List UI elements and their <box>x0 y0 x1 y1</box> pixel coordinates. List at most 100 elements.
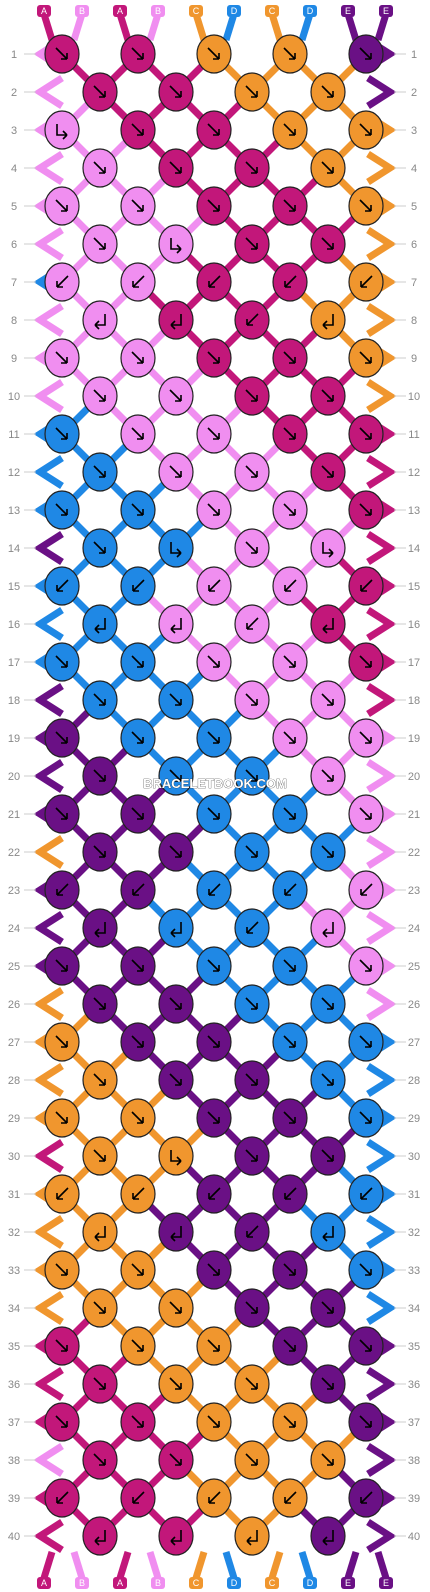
top-string <box>344 12 360 42</box>
knot-arrow-icon <box>55 351 68 364</box>
knot <box>44 1478 80 1518</box>
row-number-right: 11 <box>408 429 419 441</box>
edge-turn-left <box>33 683 64 717</box>
top-string-letter: B <box>155 6 161 16</box>
row-number-left: 13 <box>8 505 20 517</box>
knot <box>196 1326 232 1366</box>
knot-arrow-icon <box>322 542 334 558</box>
knot <box>310 72 346 112</box>
knot-arrow-icon <box>94 314 106 330</box>
top-string <box>222 12 238 42</box>
knot-arrow-icon <box>207 959 220 972</box>
knot-arrow-icon <box>131 1339 144 1352</box>
knot <box>234 908 270 948</box>
knot-arrow-icon <box>169 85 182 98</box>
top-string-letter: C <box>193 6 200 16</box>
knot-arrow-icon <box>321 85 334 98</box>
knot <box>82 908 118 948</box>
knot <box>44 1250 80 1290</box>
knot <box>196 1022 232 1062</box>
knot <box>44 1326 80 1366</box>
row-number-left: 37 <box>8 1417 20 1429</box>
row-number-left: 19 <box>8 733 20 745</box>
knot-arrow-icon <box>207 427 220 440</box>
knot-arrow-icon <box>93 997 106 1010</box>
knot-arrow-icon <box>131 47 144 60</box>
knot-arrow-icon <box>55 199 68 212</box>
knot <box>310 528 346 568</box>
knot <box>272 1098 308 1138</box>
knot <box>44 1098 80 1138</box>
knot <box>310 756 346 796</box>
row-number-left: 30 <box>8 1151 20 1163</box>
top-string-letter: E <box>383 6 389 16</box>
row-number-left: 8 <box>11 315 17 327</box>
knot <box>348 490 384 530</box>
knot <box>348 186 384 226</box>
top-string-tab <box>75 5 89 17</box>
knot <box>120 1402 156 1442</box>
knot <box>44 338 80 378</box>
row-number-left: 39 <box>8 1493 20 1505</box>
knot <box>196 870 232 910</box>
row-number-right: 27 <box>408 1037 420 1049</box>
edge-turn-right <box>366 683 397 717</box>
bottom-string-tab <box>303 1577 317 1589</box>
knot <box>196 110 232 150</box>
knot-arrow-icon <box>359 123 372 136</box>
edge-turn-left <box>33 759 64 793</box>
knot <box>44 490 80 530</box>
knot-arrow-icon <box>283 1111 296 1124</box>
row-number-right: 5 <box>411 201 417 213</box>
bottom-string-tab <box>151 1577 165 1589</box>
edge-turn-left <box>33 1215 64 1249</box>
top-string-letter: A <box>41 6 47 16</box>
top-string-letter: C <box>269 6 276 16</box>
knot <box>272 1250 308 1290</box>
knot-arrow-icon <box>170 542 182 558</box>
knot <box>196 1402 232 1442</box>
knot <box>158 984 194 1024</box>
knot <box>196 186 232 226</box>
top-string-letter: A <box>117 6 123 16</box>
row-number-left: 11 <box>8 429 19 441</box>
knot-arrow-icon <box>283 1415 296 1428</box>
knot-arrow-icon <box>93 1453 106 1466</box>
knot <box>120 1478 156 1518</box>
row-number-right: 10 <box>408 391 420 403</box>
bottom-string-tab <box>37 1577 51 1589</box>
knot <box>272 1478 308 1518</box>
knot <box>234 1288 270 1328</box>
row-number-right: 16 <box>408 619 420 631</box>
knot <box>196 1174 232 1214</box>
knot-arrow-icon <box>55 1415 68 1428</box>
knot-arrow-icon <box>207 655 220 668</box>
edge-turn-right <box>366 1063 397 1097</box>
edge-turn-left <box>33 531 64 565</box>
row-number-left: 1 <box>11 49 17 61</box>
knot-arrow-icon <box>170 238 182 254</box>
knot-arrow-icon <box>245 997 258 1010</box>
knot-arrow-icon <box>132 1491 145 1504</box>
knot-arrow-icon <box>246 921 259 934</box>
knot <box>158 1440 194 1480</box>
knot-arrow-icon <box>207 1415 220 1428</box>
knot <box>120 34 156 74</box>
knot-arrow-icon <box>360 275 373 288</box>
knot <box>348 1098 384 1138</box>
knot-arrow-icon <box>360 883 373 896</box>
bottom-string <box>40 1550 56 1580</box>
knot <box>82 1136 118 1176</box>
knot <box>348 946 384 986</box>
knot-arrow-icon <box>56 124 68 140</box>
knot <box>272 186 308 226</box>
bottom-string-tab <box>113 1577 127 1589</box>
knot <box>234 1516 270 1556</box>
knot <box>120 718 156 758</box>
knot-arrow-icon <box>93 1149 106 1162</box>
knot-arrow-icon <box>207 1339 220 1352</box>
knot <box>82 72 118 112</box>
row-number-right: 28 <box>408 1075 420 1087</box>
row-number-left: 35 <box>8 1341 20 1353</box>
knot <box>310 1060 346 1100</box>
